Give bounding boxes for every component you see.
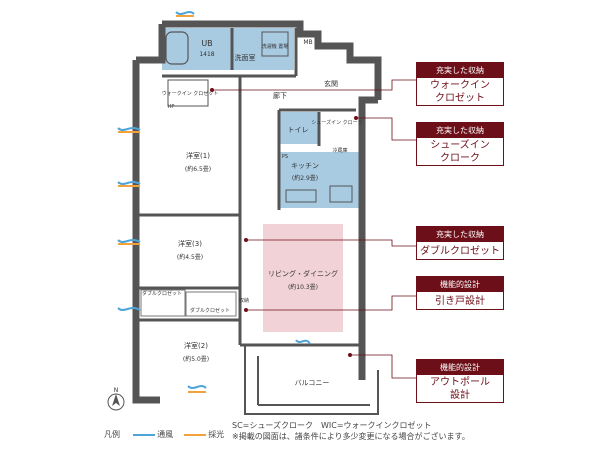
- label-bedroom2: 洋室(2): [184, 341, 208, 350]
- label-kitchen-size: (約2.9畳): [292, 174, 318, 182]
- callout-sc-text: シューズイン クローク: [430, 140, 490, 164]
- airflow-arrows: [117, 11, 311, 393]
- label-fridge: 冷蔵庫: [332, 147, 347, 154]
- callout-outpole-text: アウトポール 設計: [430, 377, 490, 401]
- label-double-closet-2: ダブルクロゼット: [190, 307, 230, 314]
- daylight-icon: [183, 433, 206, 436]
- callout-outpole-category: 機能的設計: [417, 360, 503, 375]
- label-bedroom3: 洋室(3): [178, 239, 202, 248]
- label-double-closet-1: ダブルクロゼット: [142, 290, 182, 297]
- label-hallway: 廊下: [273, 91, 287, 100]
- label-entrance: 玄関: [324, 79, 338, 88]
- legend-daylight: 採光: [208, 430, 225, 439]
- label-bedroom2-size: (約5.0畳): [183, 355, 209, 363]
- label-living: リビング・ダイニング: [268, 269, 338, 278]
- callout-double-closet-text: ダブルクロゼット: [420, 246, 500, 257]
- label-living-size: (約10.3畳): [288, 283, 318, 291]
- callout-wic: 充実した収納 ウォークイン クロゼット: [416, 62, 504, 106]
- north-label: N: [114, 387, 119, 394]
- label-balcony: バルコニー: [295, 379, 330, 387]
- north-arrow-icon: [107, 393, 125, 411]
- label-bedroom1: 洋室(1): [186, 151, 210, 160]
- leader-dots: [210, 88, 358, 357]
- walls: [132, 20, 382, 404]
- label-ub: UB: [201, 39, 212, 48]
- washer-icon: [261, 31, 289, 57]
- callout-wic-category: 充実した収納: [417, 63, 503, 78]
- living-highlight: [263, 224, 343, 332]
- notes: SC=シューズクローク WIC=ウォークインクロゼット ※掲載の図面は、諸条件に…: [232, 420, 470, 442]
- toilet-fill: [279, 112, 319, 144]
- legend-title: 凡例: [104, 430, 120, 439]
- callout-double-closet: 充実した収納 ダブルクロゼット: [416, 226, 504, 260]
- label-kitchen: キッチン: [291, 162, 319, 170]
- kitchen-sink-icon: [285, 189, 317, 203]
- inner-walls: [136, 28, 362, 347]
- callout-sc-category: 充実した収納: [417, 123, 503, 138]
- kitchen-fill: [279, 152, 359, 208]
- label-washroom: 洗面室: [235, 53, 256, 62]
- closet-wic: [167, 79, 209, 107]
- bathroom-fill: [162, 28, 232, 70]
- callout-sliding-door-text: 引き戸設計: [435, 296, 485, 307]
- label-hp: HP: [168, 104, 175, 110]
- label-ps: PS: [282, 154, 288, 160]
- legend: 凡例 通風 採光: [104, 429, 224, 440]
- label-washer: 洗濯機 置場: [262, 43, 289, 50]
- closet-double-2: [185, 291, 237, 317]
- callout-double-closet-category: 充実した収納: [417, 227, 503, 242]
- callout-sliding-door: 機能的設計 引き戸設計: [416, 276, 504, 310]
- note-line-2: ※掲載の図面は、諸条件により多少変更になる場合がございます。: [232, 432, 470, 441]
- balcony-rail: [244, 345, 379, 415]
- ventilation-icon: [132, 433, 155, 436]
- callout-wic-text: ウォークイン クロゼット: [430, 80, 490, 104]
- callout-outpole: 機能的設計 アウトポール 設計: [416, 359, 504, 403]
- stove-icon: [329, 185, 353, 203]
- callout-sliding-door-category: 機能的設計: [417, 277, 503, 292]
- label-sc: シューズイン クローク: [311, 119, 362, 126]
- washroom-fill: [232, 28, 294, 70]
- label-storage: 収納: [239, 297, 249, 304]
- leader-lines: [212, 79, 416, 379]
- bathtub-icon: [165, 31, 189, 65]
- label-bedroom1-size: (約6.5畳): [185, 165, 211, 173]
- label-toilet: トイレ: [288, 126, 309, 134]
- label-wic: ウォークイン クロゼット: [162, 90, 219, 97]
- legend-ventilation: 通風: [157, 430, 174, 439]
- callout-sc: 充実した収納 シューズイン クローク: [416, 122, 504, 166]
- label-bedroom3-size: (約4.5畳): [177, 253, 203, 261]
- label-mb: MB: [303, 39, 312, 46]
- closet-double-1: [140, 289, 186, 317]
- note-line-1: SC=シューズクローク WIC=ウォークインクロゼット: [232, 421, 432, 430]
- label-ub-size: 1418: [199, 51, 214, 58]
